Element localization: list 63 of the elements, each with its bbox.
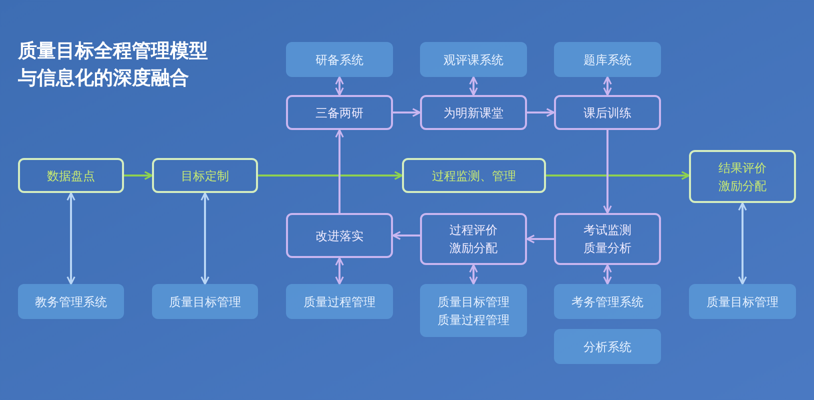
box-label: 质量过程管理 [304, 294, 376, 310]
arrow [469, 264, 478, 285]
stage-box [689, 150, 796, 203]
box-label: 目标定制 [181, 168, 229, 184]
box-label: 过程评价 [450, 222, 498, 239]
stage-box [152, 158, 258, 193]
system-box [286, 284, 393, 319]
box-label: 考试监测 [584, 222, 632, 239]
box-label: 改进落实 [316, 228, 364, 244]
box-label: 观评课系统 [444, 52, 504, 68]
arrow [393, 108, 421, 117]
system-box [689, 284, 796, 319]
box-label: 为明新课堂 [444, 104, 504, 122]
arrow [603, 130, 612, 214]
process-box [554, 213, 661, 265]
arrow [527, 108, 555, 117]
box-label: 质量目标管理 [438, 294, 510, 310]
arrow [335, 129, 344, 213]
arrow [200, 192, 210, 285]
box-label: 激励分配 [718, 178, 766, 194]
box-label: 考务管理系统 [572, 294, 644, 310]
system-box [420, 284, 527, 337]
arrow [603, 264, 612, 285]
box-label: 质量过程管理 [438, 312, 510, 328]
process-box [286, 213, 393, 258]
diagram-title: 质量目标全程管理模型与信息化的深度融合 [18, 40, 209, 91]
box-label: 激励分配 [450, 240, 498, 257]
arrow [124, 171, 153, 180]
arrow [526, 234, 554, 244]
box-label: 过程监测、管理 [432, 168, 516, 184]
arrow [603, 76, 612, 96]
process-box [420, 95, 527, 130]
box-label: 题库系统 [584, 52, 632, 68]
process-box [420, 213, 527, 265]
box-label: 质量分析 [584, 240, 632, 257]
stage-box [18, 158, 124, 193]
box-label: 数据盘点 [47, 168, 95, 184]
arrow [546, 171, 690, 180]
box-label: 教务管理系统 [35, 294, 107, 310]
arrow [738, 202, 747, 285]
arrow [469, 76, 478, 96]
box-label: 研备系统 [316, 52, 364, 68]
box-label: 结果评价 [718, 160, 766, 176]
box-label: 质量目标管理 [706, 294, 778, 310]
system-box [286, 42, 393, 77]
arrow [258, 171, 403, 180]
system-box [18, 284, 124, 319]
box-label: 三备两研 [316, 104, 364, 122]
process-box [554, 95, 661, 130]
arrow [335, 257, 344, 285]
arrow [335, 76, 344, 96]
arrow [66, 192, 76, 285]
process-box [286, 95, 393, 130]
system-box [420, 42, 527, 77]
system-box [554, 329, 661, 364]
arrow [392, 231, 420, 240]
system-box [152, 284, 258, 319]
box-label: 课后训练 [584, 104, 632, 122]
stage-box [402, 158, 546, 193]
box-label: 质量目标管理 [169, 294, 241, 310]
system-box [554, 42, 661, 77]
box-label: 分析系统 [584, 338, 632, 356]
system-box [554, 284, 661, 319]
